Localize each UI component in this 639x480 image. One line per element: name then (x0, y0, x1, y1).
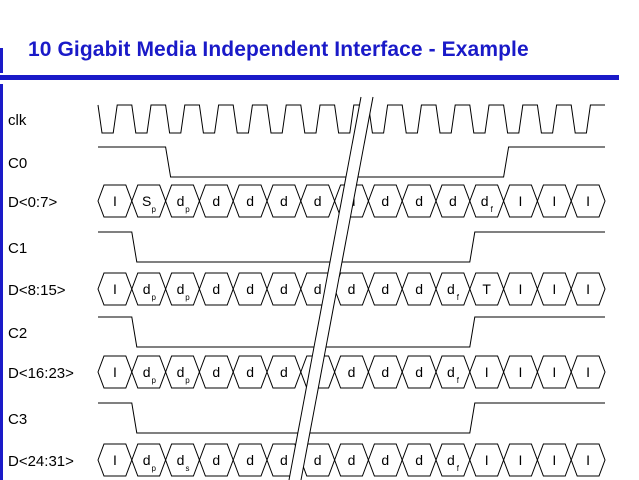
bus-cell-label: d (314, 452, 322, 468)
signal-label-7: C3 (8, 411, 27, 428)
bus-cell-label: I (113, 452, 117, 468)
bus-cell-label: I (113, 193, 117, 209)
signal-label-3: C1 (8, 240, 27, 257)
bus-cell-subscript: f (457, 376, 460, 385)
bus-cell-label: d (177, 193, 185, 209)
bus-cell-label: I (552, 193, 556, 209)
bus-cell-label: d (143, 281, 151, 297)
bus-cell-label: S (142, 193, 151, 209)
bus-cell-label: d (449, 193, 457, 209)
slide-title: 10 Gigabit Media Independent Interface -… (28, 38, 529, 61)
bus-cell-label: I (552, 281, 556, 297)
bus-cell-label: d (348, 364, 356, 380)
bus-cell-subscript: p (151, 205, 156, 214)
bus-cell-subscript: p (151, 464, 156, 473)
bus-cell-label: d (348, 452, 356, 468)
bus-cell (570, 355, 606, 389)
bus-cell-label: I (586, 193, 590, 209)
bus-cell-label: d (177, 281, 185, 297)
bus-cell (570, 443, 606, 477)
bus-cell-label: I (113, 364, 117, 380)
signal-label-8: D<24:31> (8, 453, 74, 470)
bus-cell-subscript: f (457, 464, 460, 473)
bus-cell-subscript: f (491, 205, 494, 214)
control-waveform-c3 (98, 402, 605, 434)
bus-cell-label: d (212, 193, 220, 209)
bus-cell-label: d (381, 452, 389, 468)
left-accent-bar (0, 84, 3, 480)
bus-cell-label: d (143, 452, 151, 468)
bus-cell-label: d (212, 364, 220, 380)
bus-cell-label: d (447, 364, 455, 380)
signal-label-2: D<0:7> (8, 194, 57, 211)
bus-cell-subscript: p (185, 205, 190, 214)
bus-cell-label: I (519, 452, 523, 468)
bus-cell-subscript: p (185, 293, 190, 302)
bus-cell-label: d (314, 193, 322, 209)
signal-label-4: D<8:15> (8, 282, 66, 299)
bus-cell-label: d (246, 364, 254, 380)
bus-cell-label: d (381, 193, 389, 209)
control-waveform-c2 (98, 316, 605, 348)
bus-cell-label: I (485, 452, 489, 468)
bus-cell-label: d (177, 364, 185, 380)
bus-cell-label: I (485, 364, 489, 380)
bus-cell-label: I (586, 364, 590, 380)
bus-cell (570, 184, 606, 218)
bus-cell-label: d (415, 281, 423, 297)
bus-cell-label: I (113, 281, 117, 297)
clock-waveform (97, 104, 605, 134)
bus-cell-label: d (280, 281, 288, 297)
bus-cell-subscript: f (457, 293, 460, 302)
title-underline (0, 75, 619, 80)
bus-cell-label: d (177, 452, 185, 468)
signal-label-5: C2 (8, 325, 27, 342)
bus-cell-label: I (586, 281, 590, 297)
bus-cell-label: d (481, 193, 489, 209)
bus-cell-label: d (212, 452, 220, 468)
bus-cell-label: I (586, 452, 590, 468)
signal-label-0: clk (8, 112, 27, 129)
bus-cell-label: T (482, 281, 491, 297)
bus-cell-label: I (552, 452, 556, 468)
time-break-line-left (288, 96, 362, 480)
bus-cell-subscript: p (151, 376, 156, 385)
time-break-line-right (300, 96, 374, 480)
time-break-gap (289, 97, 373, 480)
left-accent-bar-top (0, 48, 3, 73)
bus-cell-label: d (381, 281, 389, 297)
bus-cell-label: d (415, 193, 423, 209)
bus-cell-label: d (447, 452, 455, 468)
bus-cell-label: d (415, 364, 423, 380)
signal-label-6: D<16:23> (8, 365, 74, 382)
bus-cell-subscript: p (185, 376, 190, 385)
bus-cell-label: d (246, 193, 254, 209)
signal-label-1: C0 (8, 155, 27, 172)
bus-cell-subscript: p (151, 293, 156, 302)
bus-cell-label: d (280, 193, 288, 209)
bus-cell-label: d (143, 364, 151, 380)
bus-cell-label: d (280, 452, 288, 468)
bus-cell-label: d (415, 452, 423, 468)
bus-cell (570, 272, 606, 306)
bus-cell-label: I (519, 364, 523, 380)
bus-cell-label: d (246, 452, 254, 468)
bus-cell-label: I (519, 193, 523, 209)
bus-cell-label: d (348, 281, 356, 297)
bus-cell-subscript: s (186, 464, 190, 473)
bus-cell-label: d (381, 364, 389, 380)
bus-cell-label: I (519, 281, 523, 297)
control-waveform-c1 (98, 231, 605, 263)
bus-cell-label: d (447, 281, 455, 297)
bus-cell-label: d (212, 281, 220, 297)
bus-cell-label: I (552, 364, 556, 380)
bus-cell-label: d (280, 364, 288, 380)
bus-cell-label: d (314, 281, 322, 297)
bus-cell-label: d (246, 281, 254, 297)
